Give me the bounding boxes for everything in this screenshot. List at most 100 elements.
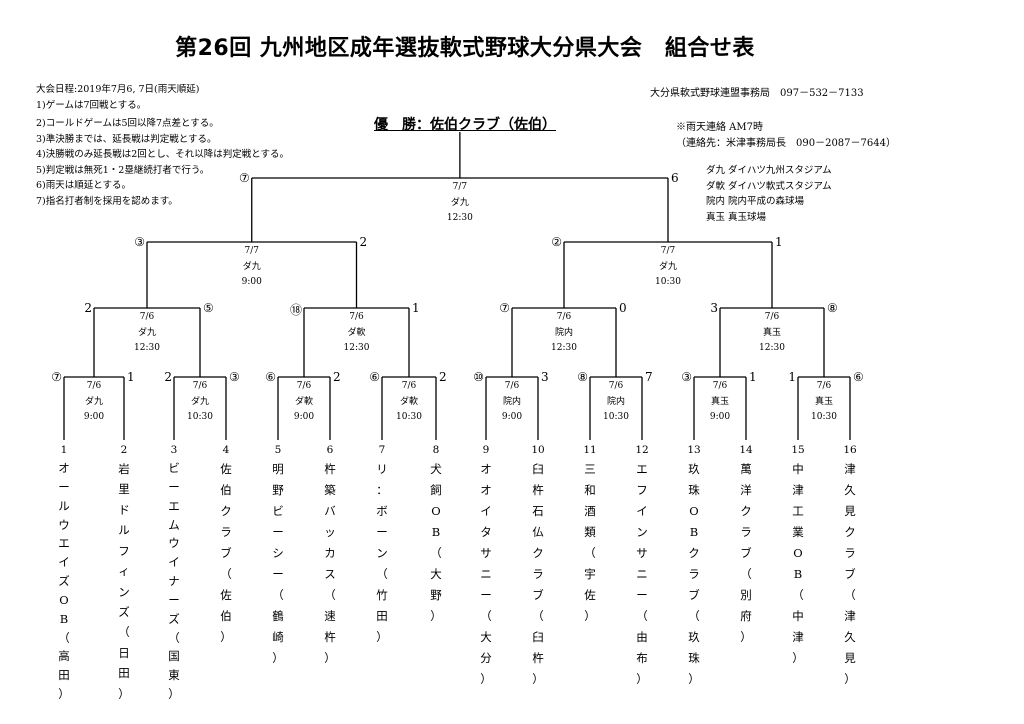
- match-venue: 院内: [502, 396, 521, 407]
- team-name-char: （: [844, 588, 856, 602]
- venue-item: ダ軟 ダイハツ軟式スタジアム: [706, 180, 832, 192]
- rain-notice-line: （連絡先：米津事務局長 090－2087－7644）: [676, 138, 896, 149]
- team-name-char: ）: [58, 687, 70, 702]
- team-name-char: 分: [480, 651, 492, 665]
- match-venue: ダ九: [658, 261, 677, 272]
- team-name-char: 伯: [220, 483, 232, 497]
- match-venue: 真玉: [814, 396, 833, 407]
- team-number: 8: [432, 444, 440, 456]
- team-name-char: O: [793, 546, 803, 560]
- team-name-char: イ: [168, 555, 180, 570]
- match-venue: 真玉: [710, 396, 729, 407]
- final-right-score: 6: [671, 171, 679, 185]
- team-name-char: 臼: [532, 462, 544, 476]
- venue-legend: ダ九 ダイハツ九州スタジアム ダ軟 ダイハツ軟式スタジアム 院内 院内平成の森球…: [706, 163, 832, 225]
- team-name-char: ウ: [58, 517, 70, 532]
- team-name-char: ブ: [688, 588, 700, 602]
- team-name-char: 萬: [740, 462, 752, 476]
- team-name-char: 玖: [688, 462, 700, 476]
- team-name-char: サ: [636, 546, 648, 560]
- team-name-char: ー: [272, 567, 284, 581]
- match-date: 7/6: [296, 381, 312, 391]
- team-name: 明野ビーシー（鶴崎）: [267, 459, 289, 669]
- team-name-char: 速: [324, 609, 336, 623]
- match-date: 7/6: [504, 381, 520, 391]
- team-name-char: 杵: [532, 651, 544, 665]
- team-name-char: オ: [58, 461, 70, 475]
- quarterfinal-2-left-score: ⑱: [289, 303, 302, 317]
- team-name-char: リ: [376, 462, 388, 476]
- team-name-char: 杵: [324, 462, 336, 476]
- match-venue: 真玉: [762, 327, 781, 338]
- match-date: 7/7: [660, 246, 676, 256]
- team-name-char: ）: [688, 672, 700, 686]
- team-number: 16: [843, 444, 857, 456]
- semifinal-1-left-score: ③: [134, 235, 145, 249]
- team-name-char: 中: [792, 462, 804, 476]
- team-name-char: 日: [118, 645, 130, 660]
- quarterfinal-4-right-score: ⑧: [827, 301, 838, 315]
- venue-item: 院内 院内平成の森球場: [706, 196, 805, 207]
- team-number: 7: [378, 444, 386, 456]
- team-name-char: （: [220, 567, 232, 581]
- rule-line: 6)雨天は順延とする。: [36, 180, 131, 191]
- team-name: 岩里ドルフィンズ（日田）: [113, 459, 135, 704]
- team-name: 佐伯クラブ（佐伯）: [215, 459, 237, 648]
- final-left-score: ⑦: [238, 171, 250, 185]
- quarterfinal-3-left-score: ⑦: [499, 301, 510, 315]
- team-name-char: 大: [430, 567, 442, 581]
- team-name-char: O: [431, 504, 441, 518]
- team-name-char: 珠: [688, 483, 700, 497]
- team-name-char: ー: [376, 525, 388, 539]
- team-name-char: 久: [844, 483, 856, 497]
- round1-match-7-right-score: 1: [749, 370, 757, 384]
- team-name-char: 中: [792, 609, 804, 623]
- team-number: 10: [531, 444, 545, 456]
- team-name-char: ブ: [844, 567, 856, 581]
- match-time: 9:00: [293, 412, 315, 422]
- team-name-char: 和: [584, 483, 596, 497]
- semifinal-2-right-score: 1: [775, 235, 783, 249]
- team-name-char: 明: [272, 462, 284, 476]
- team-name-char: （: [430, 546, 442, 560]
- team-name: ビーエムウイナーズ（国東）: [163, 459, 185, 704]
- team-name-char: B: [793, 567, 803, 581]
- round1-match-6-left-score: ⑧: [577, 370, 588, 384]
- team-number: 6: [326, 444, 334, 456]
- team-name-char: 田: [58, 668, 70, 683]
- team-name-char: 佐: [220, 462, 232, 476]
- team-name-char: ク: [688, 546, 700, 560]
- semifinal-2-left-score: ②: [551, 235, 562, 249]
- team-name-char: O: [689, 504, 699, 518]
- quarterfinal-4-left-score: 3: [710, 301, 718, 315]
- match-date: 7/6: [349, 312, 364, 322]
- round1-match-8-left-score: 1: [788, 370, 796, 384]
- team-name-char: ブ: [740, 546, 752, 560]
- round1-match-1-right-score: 1: [127, 370, 135, 384]
- team-name-char: 田: [118, 666, 130, 681]
- quarterfinal-1-left-score: 2: [84, 301, 92, 315]
- team-name-char: ）: [792, 651, 804, 665]
- champion-label: 優 勝：佐伯クラブ（佐伯）: [374, 117, 556, 133]
- round1-match-4-left-score: ⑥: [369, 370, 380, 384]
- team-name-char: 三: [584, 462, 596, 476]
- round1-match-5-right-score: 3: [541, 370, 549, 384]
- team-name-char: B: [59, 611, 69, 626]
- team-name-char: ズ: [118, 604, 130, 619]
- team-name-char: B: [689, 525, 699, 539]
- team-name-char: 工: [792, 504, 804, 518]
- team-name-char: 仏: [532, 525, 544, 539]
- team-name-char: シ: [272, 546, 284, 560]
- match-time: 10:30: [811, 412, 837, 422]
- match-time: 10:30: [603, 412, 629, 422]
- team-name-char: 杵: [324, 630, 336, 644]
- team-name-char: （: [792, 588, 804, 602]
- team-number: 12: [635, 444, 649, 456]
- team-name-char: ニ: [480, 567, 492, 581]
